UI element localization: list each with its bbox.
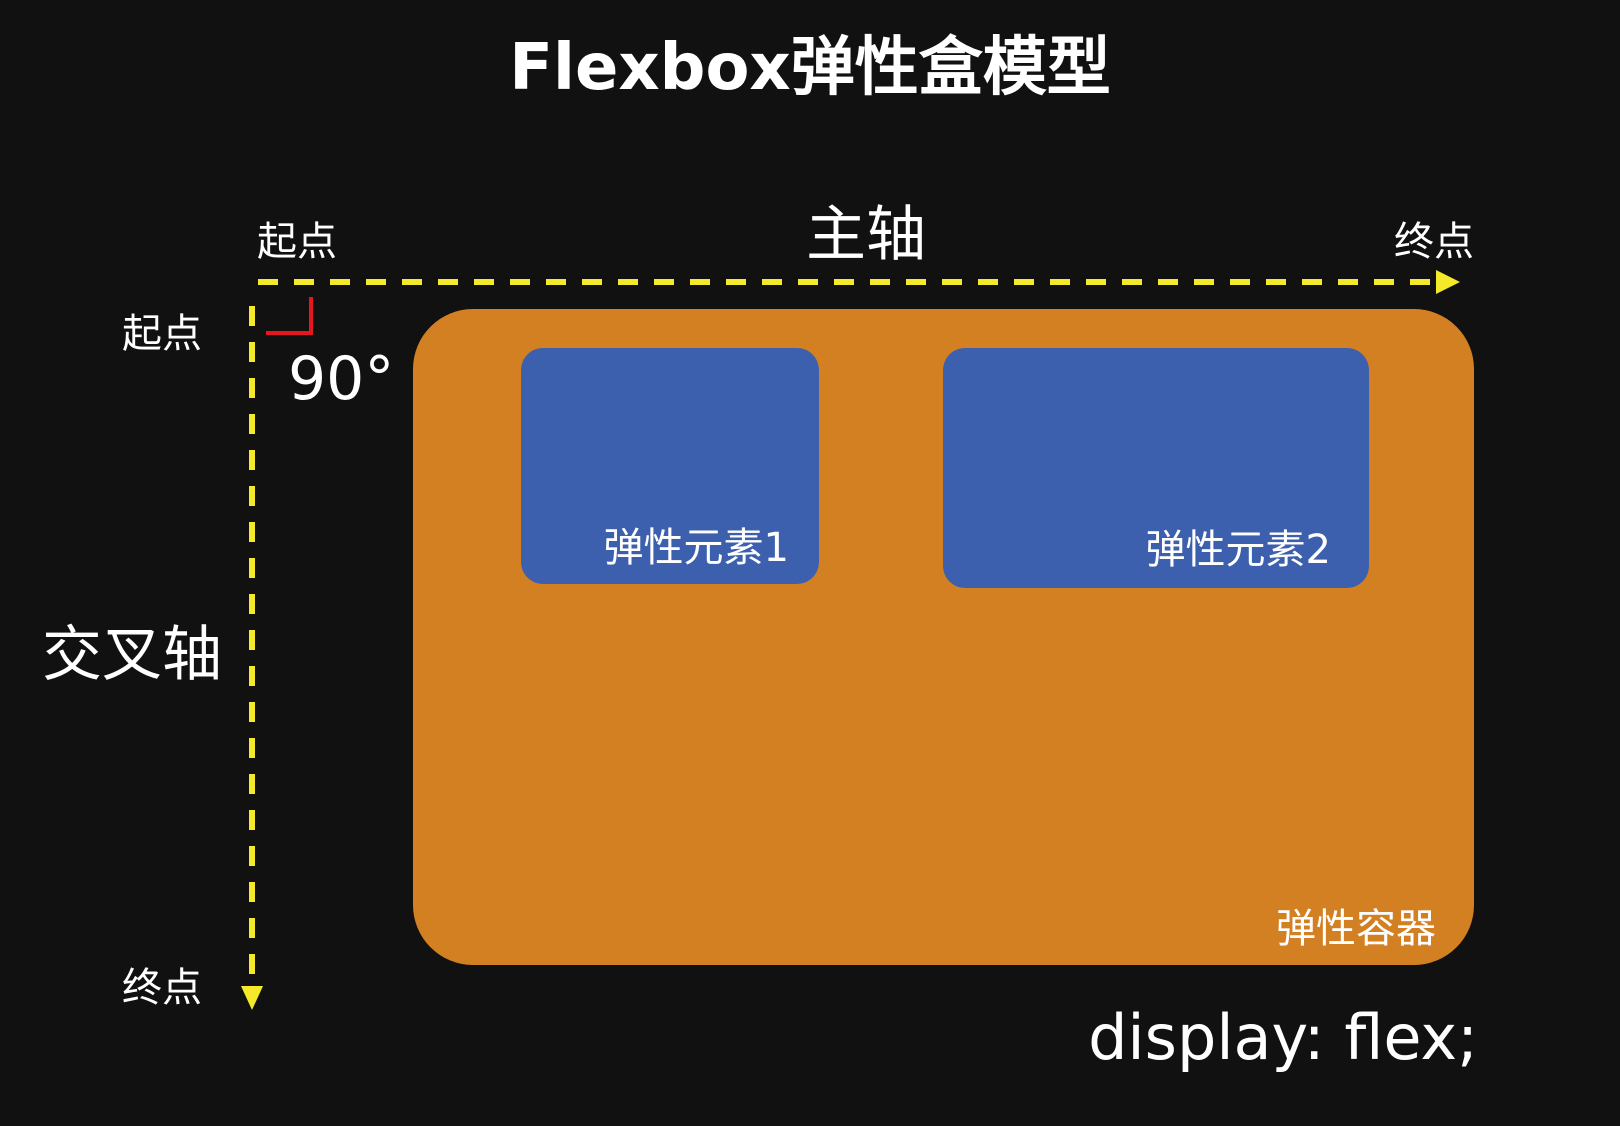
flex-item-1: 弹性元素1 bbox=[521, 348, 819, 584]
main-axis-arrowhead bbox=[1436, 270, 1460, 294]
main-axis-start-label: 起点 bbox=[257, 219, 337, 265]
main-axis-end-label: 终点 bbox=[1394, 219, 1474, 265]
right-angle-marker bbox=[266, 297, 313, 335]
right-angle-label: 90° bbox=[288, 344, 395, 414]
flex-item-1-label: 弹性元素1 bbox=[603, 525, 789, 571]
flex-item-2: 弹性元素2 bbox=[943, 348, 1369, 588]
diagram-title: Flexbox弹性盒模型 bbox=[509, 31, 1111, 105]
main-axis-label: 主轴 bbox=[806, 200, 926, 270]
css-code-snippet: display: flex; bbox=[1088, 1001, 1478, 1074]
flex-container-label: 弹性容器 bbox=[1276, 906, 1436, 952]
cross-axis-arrowhead bbox=[241, 986, 263, 1010]
flex-item-2-label: 弹性元素2 bbox=[1145, 527, 1331, 573]
cross-axis-label: 交叉轴 bbox=[42, 620, 222, 690]
cross-axis-start-label: 起点 bbox=[122, 311, 202, 357]
cross-axis-end-label: 终点 bbox=[122, 965, 202, 1011]
